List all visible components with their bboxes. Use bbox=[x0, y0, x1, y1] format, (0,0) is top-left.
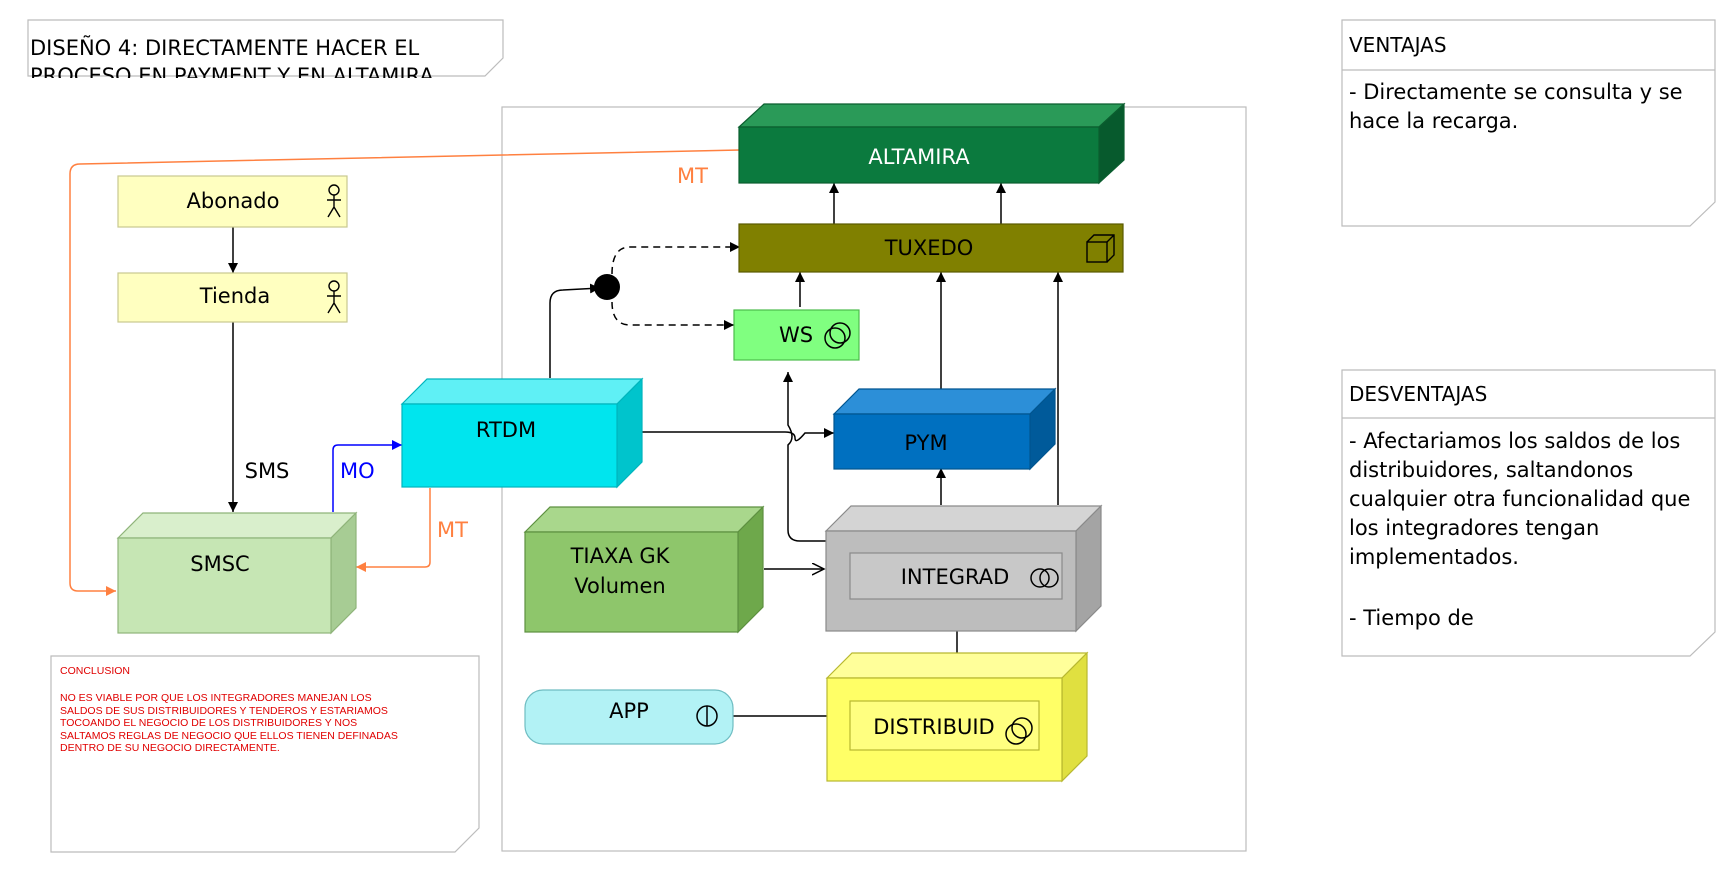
service-icon bbox=[824, 322, 851, 349]
node-smsc[interactable]: SMSC bbox=[116, 511, 358, 635]
edge-label-mo: MO bbox=[340, 459, 375, 483]
collaboration-icon bbox=[1030, 568, 1059, 588]
tiaxa-label-line2: Volumen bbox=[574, 574, 665, 598]
tiaxa-label-line1: TIAXA GK bbox=[570, 544, 671, 568]
edge-rtdm-smsc-mt bbox=[356, 488, 431, 572]
node-ws[interactable]: WS bbox=[733, 309, 860, 361]
node-tiaxa[interactable]: TIAXA GK Volumen bbox=[523, 505, 765, 634]
altamira-label: ALTAMIRA bbox=[868, 145, 970, 169]
pym-label: PYM bbox=[904, 431, 947, 455]
node-integrad[interactable]: INTEGRAD bbox=[824, 504, 1103, 633]
edge-altamira-smsc-mt bbox=[69, 149, 741, 596]
edge-smsc-rtdm-mo bbox=[332, 440, 402, 512]
smsc-label: SMSC bbox=[190, 552, 249, 576]
conclusion-body: NO ES VIABLE POR QUE LOS INTEGRADORES MA… bbox=[60, 692, 398, 754]
cube-icon bbox=[1086, 234, 1115, 263]
abonado-label: Abonado bbox=[187, 189, 280, 213]
app-label: APP bbox=[609, 699, 649, 723]
edge-rtdm-junction bbox=[549, 283, 601, 378]
desventajas-note bbox=[1341, 369, 1716, 657]
tienda-label: Tienda bbox=[199, 284, 270, 308]
node-rtdm[interactable]: RTDM bbox=[400, 377, 644, 489]
actor-icon bbox=[327, 280, 341, 314]
node-tuxedo[interactable]: TUXEDO bbox=[738, 223, 1124, 273]
node-distribuid[interactable]: DISTRIBUID bbox=[825, 651, 1089, 783]
interface-icon bbox=[696, 705, 718, 727]
conclusion-note bbox=[50, 655, 480, 853]
integrad-label: INTEGRAD bbox=[901, 565, 1010, 589]
edge-label-mt-top: MT bbox=[677, 164, 708, 188]
node-app[interactable]: APP bbox=[524, 689, 734, 745]
desventajas-title: DESVENTAJAS bbox=[1349, 382, 1488, 406]
ventajas-note bbox=[1341, 19, 1716, 227]
service-icon bbox=[1005, 717, 1033, 745]
heading-note bbox=[27, 19, 504, 77]
sms-label-bg bbox=[237, 458, 297, 488]
actor-abonado[interactable]: Abonado bbox=[117, 175, 348, 228]
actor-tienda[interactable]: Tienda bbox=[117, 272, 348, 323]
edge-junction-ws bbox=[611, 301, 734, 330]
tuxedo-label: TUXEDO bbox=[884, 236, 974, 260]
distribuid-label: DISTRIBUID bbox=[873, 715, 994, 739]
conclusion-title: CONCLUSION bbox=[60, 665, 131, 677]
ws-label: WS bbox=[779, 323, 813, 347]
ventajas-title: VENTAJAS bbox=[1349, 33, 1447, 57]
junction-node bbox=[594, 274, 620, 300]
desventajas-body: - Afectariamos los saldos de los distrib… bbox=[1349, 427, 1701, 655]
ventajas-body: - Directamente se consulta y se hace la … bbox=[1349, 80, 1683, 133]
rtdm-label: RTDM bbox=[476, 418, 536, 442]
edge-label-mt-rtdm: MT bbox=[437, 518, 468, 542]
desventajas-body-text-2: - Tiempo de bbox=[1349, 606, 1474, 630]
actor-icon bbox=[327, 184, 341, 218]
desventajas-body-text: - Afectariamos los saldos de los distrib… bbox=[1349, 429, 1691, 569]
node-altamira[interactable]: ALTAMIRA bbox=[737, 102, 1126, 185]
node-pym[interactable]: PYM bbox=[832, 387, 1057, 471]
edge-integrad-ws bbox=[783, 372, 827, 542]
edge-junction-tuxedo bbox=[611, 242, 740, 275]
edge-rtdm-pym bbox=[641, 428, 834, 442]
diagram-title: DISEÑO 4: DIRECTAMENTE HACER EL PROCESO … bbox=[30, 36, 434, 78]
edge-label-sms: SMS bbox=[245, 459, 290, 483]
